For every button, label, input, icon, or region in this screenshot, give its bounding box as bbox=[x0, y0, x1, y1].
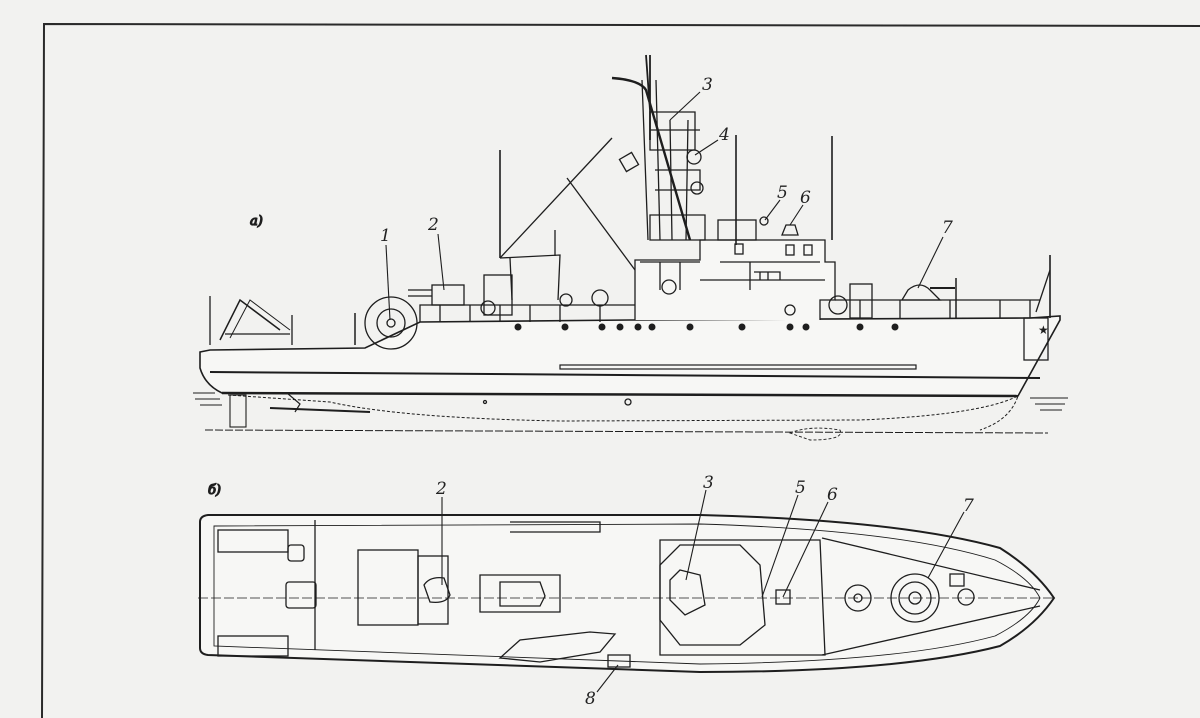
gun-turret-plan bbox=[890, 573, 940, 623]
plan-callout-7: 7 bbox=[963, 496, 974, 516]
profile-callouts bbox=[385, 91, 944, 321]
plan-callout-2: 2 bbox=[435, 479, 447, 499]
plan-view: б) bbox=[198, 482, 1056, 674]
winch bbox=[364, 296, 418, 350]
callout-4: 4 bbox=[718, 125, 730, 145]
callout-5: 5 bbox=[777, 183, 788, 203]
portholes bbox=[514, 323, 899, 331]
plan-callout-5: 5 bbox=[795, 478, 806, 498]
drawing-frame bbox=[41, 22, 1200, 718]
plan-callouts bbox=[441, 489, 965, 693]
callout-3: 3 bbox=[702, 75, 713, 95]
callout-1: 1 bbox=[380, 226, 391, 246]
gun-turret bbox=[900, 284, 942, 301]
hull-plan bbox=[199, 514, 1056, 674]
underwater-hull bbox=[227, 394, 1019, 431]
profile-view: а) bbox=[193, 54, 1068, 441]
view-label-plan: б) bbox=[208, 483, 221, 498]
main-mast bbox=[641, 79, 689, 241]
plan-callout-6: 6 bbox=[827, 485, 838, 505]
callout-7: 7 bbox=[942, 218, 953, 238]
hull-profile bbox=[199, 315, 1061, 397]
plan-callout-8: 8 bbox=[585, 689, 596, 709]
plan-callout-3: 3 bbox=[703, 473, 714, 493]
lifeboat bbox=[498, 631, 617, 663]
view-label-profile: а) bbox=[250, 214, 263, 229]
waterline-hatch bbox=[193, 392, 1068, 411]
star-emblem: ★ bbox=[1038, 323, 1049, 337]
callout-2: 2 bbox=[427, 215, 439, 235]
callout-6: 6 bbox=[800, 188, 811, 208]
